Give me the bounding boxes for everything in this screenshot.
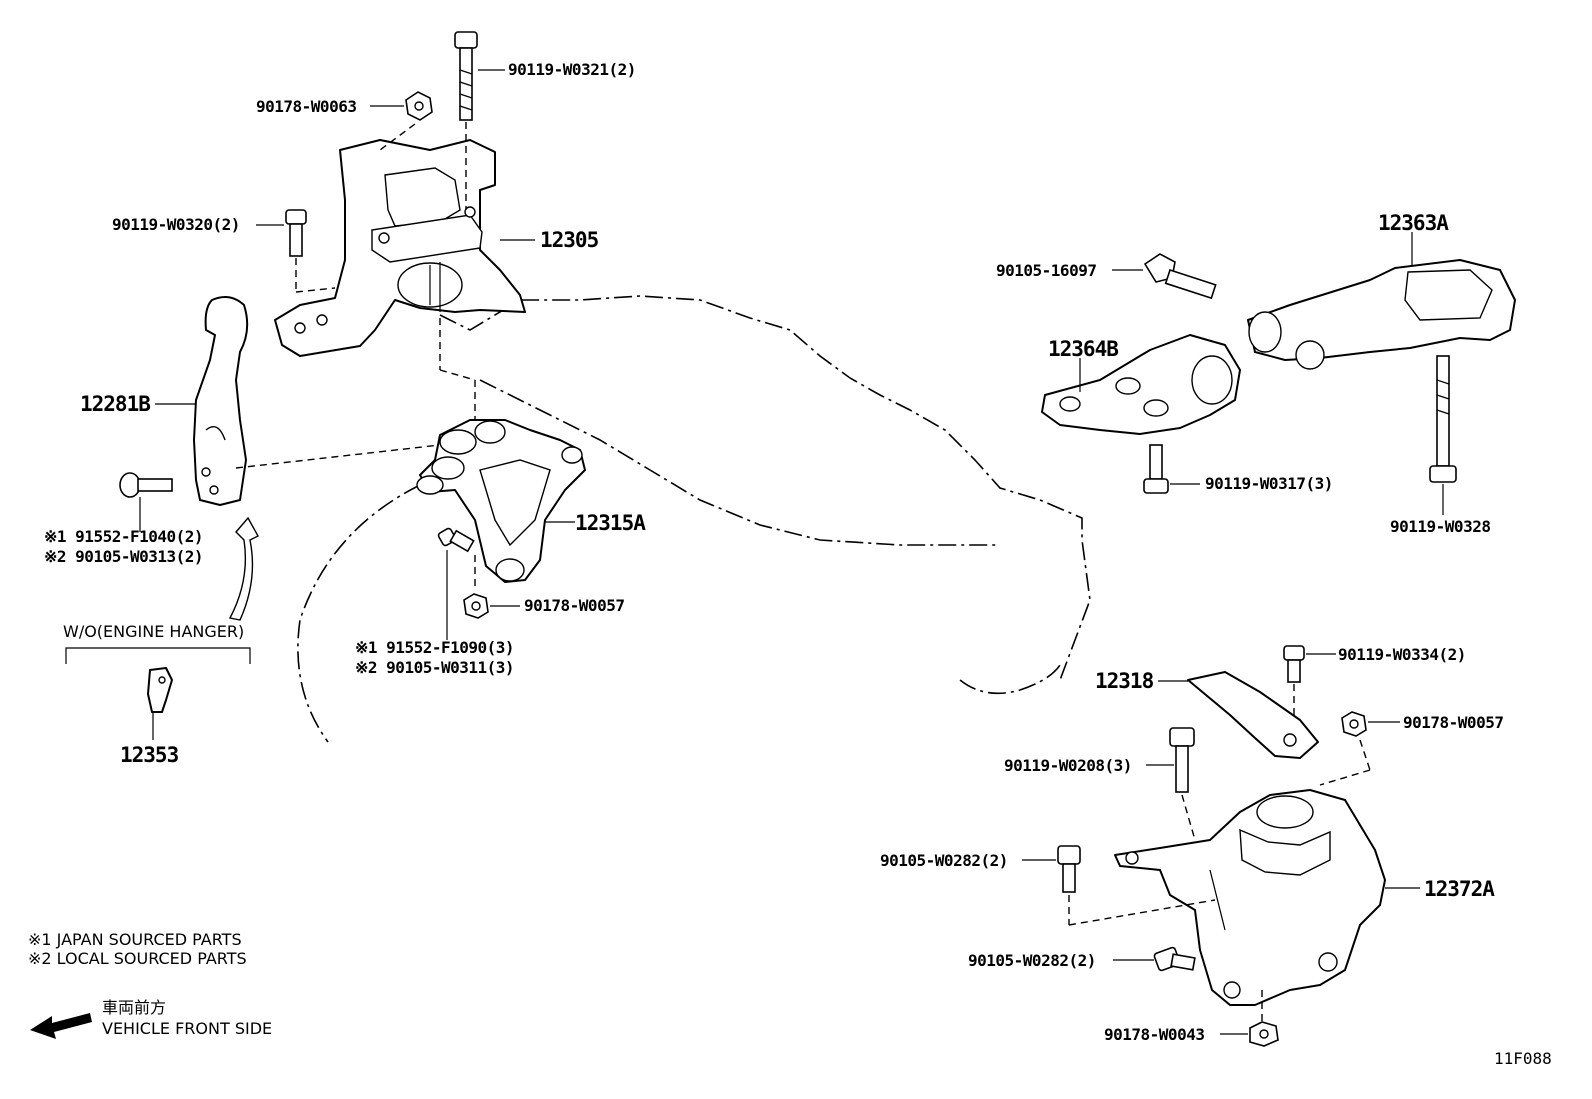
label-90105-W0282-upper: 90105-W0282(2) <box>880 851 1008 870</box>
engine-outline <box>439 295 1091 681</box>
arrow-curved <box>228 516 259 621</box>
label-90178-W0063: 90178-W0063 <box>256 97 356 116</box>
label-91552-F1090: ※1 91552-F1090(3) <box>355 638 514 657</box>
figure-code: 11F088 <box>1494 1049 1552 1068</box>
nut-90178-W0063 <box>379 91 433 151</box>
torque-rod-12363A <box>1247 259 1516 370</box>
nut-90178-W0057-upper <box>463 593 489 619</box>
bolt-90119-W0317 <box>1143 444 1169 494</box>
label-90105-16097: 90105-16097 <box>996 261 1096 280</box>
front-label-en: VEHICLE FRONT SIDE <box>102 1019 272 1038</box>
bracket-12315A <box>416 419 586 583</box>
label-90105-W0313: ※2 90105-W0313(2) <box>44 547 203 566</box>
label-91552-F1040: ※1 91552-F1040(2) <box>44 527 203 546</box>
bolt-91552-F1090 <box>437 527 475 553</box>
bolt-90105-16097 <box>1143 253 1217 300</box>
label-90105-W0282-lower: 90105-W0282(2) <box>968 951 1096 970</box>
label-12318: 12318 <box>1095 669 1154 693</box>
bracket-12364B <box>1041 334 1241 435</box>
label-90178-W0043: 90178-W0043 <box>1104 1025 1204 1044</box>
mount-bracket-12372A <box>1114 789 1386 1006</box>
engine-hanger-12281B <box>193 295 249 506</box>
label-90119-W0334: 90119-W0334(2) <box>1338 645 1466 664</box>
label-12305: 12305 <box>540 228 599 252</box>
label-90119-W0328: 90119-W0328 <box>1390 517 1490 536</box>
legend-local-sourced: ※2 LOCAL SOURCED PARTS <box>28 949 247 968</box>
engine-mount-12305 <box>274 139 526 357</box>
label-12364B: 12364B <box>1048 337 1118 361</box>
bolt-90105-W0282-upper <box>1057 845 1216 926</box>
label-12353: 12353 <box>120 743 179 767</box>
bolt-91552-F1040 <box>119 472 173 498</box>
label-12372A: 12372A <box>1424 877 1495 901</box>
label-12315A: 12315A <box>575 511 646 535</box>
bolt-90119-W0320 <box>285 209 336 293</box>
bolt-90119-W0334 <box>1283 645 1305 720</box>
front-direction-arrow <box>30 1013 92 1039</box>
bracket-12353 <box>147 667 173 713</box>
front-label-jp: 車両前方 <box>102 998 166 1017</box>
bracket-wo-hanger <box>65 647 251 664</box>
plate-12318 <box>1187 671 1319 759</box>
label-90178-W0057-lower: 90178-W0057 <box>1403 713 1503 732</box>
label-wo-engine-hanger: W/O(ENGINE HANGER) <box>63 622 244 641</box>
label-12363A: 12363A <box>1378 211 1449 235</box>
bolt-90119-W0328 <box>1429 355 1457 483</box>
label-90119-W0321: 90119-W0321(2) <box>508 60 636 79</box>
nut-90178-W0043 <box>1249 990 1279 1047</box>
legend-japan-sourced: ※1 JAPAN SOURCED PARTS <box>28 930 242 949</box>
bolt-90119-W0208 <box>1169 727 1196 841</box>
label-90105-W0311: ※2 90105-W0311(3) <box>355 658 514 677</box>
label-90119-W0320: 90119-W0320(2) <box>112 215 240 234</box>
label-90178-W0057-upper: 90178-W0057 <box>524 596 624 615</box>
bolt-90105-W0282-lower <box>1153 946 1196 972</box>
label-90119-W0317: 90119-W0317(3) <box>1205 474 1333 493</box>
nut-90178-W0057-lower <box>1319 711 1371 786</box>
engine-outline-curve-left <box>297 484 421 743</box>
label-12281B: 12281B <box>80 392 150 416</box>
bolt-90119-W0321 <box>454 31 478 210</box>
engine-outline-curve-right <box>959 664 1061 695</box>
engine-outline-lower <box>479 379 1000 546</box>
label-90119-W0208: 90119-W0208(3) <box>1004 756 1132 775</box>
